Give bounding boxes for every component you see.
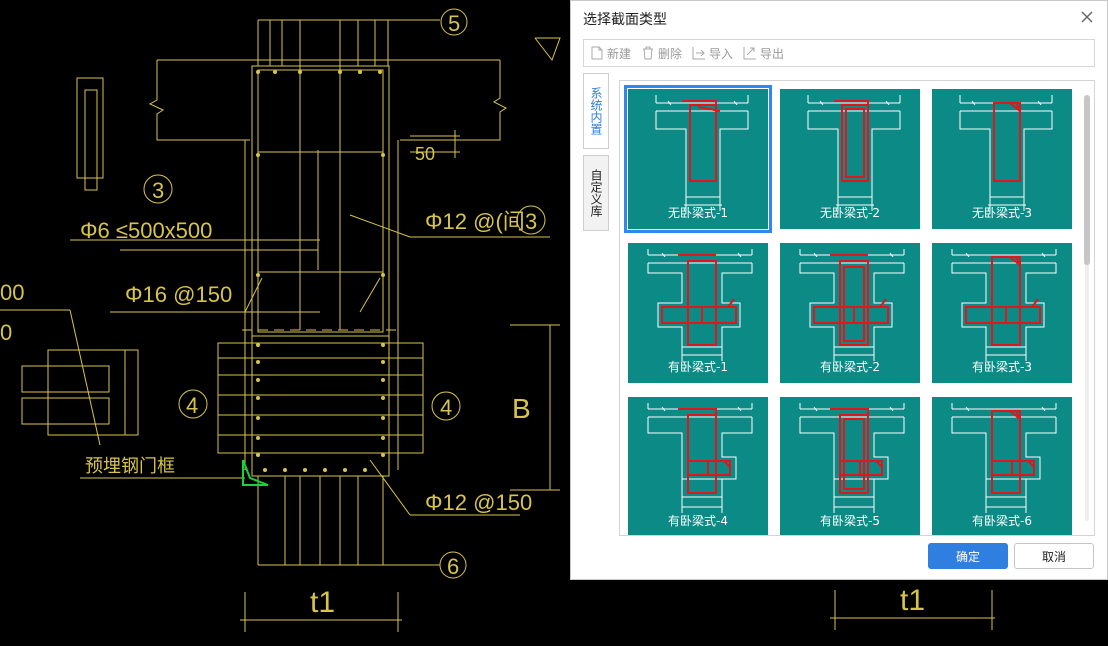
section-thumbnail: 有卧梁式-3 [932,243,1072,383]
section-type-label: 有卧梁式-5 [820,514,880,528]
tab-custom-library[interactable]: 自定义库 [583,155,609,231]
export-button-label: 导出 [760,46,785,61]
section-type-item[interactable]: 无卧梁式-1 [624,85,772,233]
cad-label-dim-b: B [512,393,531,424]
cad-label-circle3-left: 3 [152,178,164,203]
cad-label-circle6: 6 [447,554,459,579]
cad-label-phi6: Φ6 ≤500x500 [80,218,212,243]
section-thumbnail: 有卧梁式-2 [780,243,920,383]
import-button[interactable]: 导入 [692,45,733,62]
section-thumbnail: 无卧梁式-3 [932,89,1072,229]
section-type-grid: 无卧梁式-1 无卧梁式-2 无卧梁式-3 有卧梁式-1 有卧梁式-2 有卧梁式-3 有卧梁式… [624,85,1076,535]
section-type-item[interactable]: 无卧梁式-3 [928,85,1076,233]
section-type-item[interactable]: 无卧梁式-2 [776,85,924,233]
section-type-item[interactable]: 有卧梁式-4 [624,393,772,535]
import-button-label: 导入 [709,46,734,61]
section-type-item[interactable]: 有卧梁式-1 [624,239,772,387]
section-diagram-icon [807,95,901,211]
section-diagram-icon [799,249,905,361]
section-type-label: 有卧梁式-1 [668,360,728,374]
delete-button-label: 删除 [658,46,683,61]
cad-label-circle5: 5 [448,11,460,36]
section-diagram-icon [951,403,1057,513]
cad-label-circle3-right: 3 [525,209,537,234]
section-type-list[interactable]: 无卧梁式-1 无卧梁式-2 无卧梁式-3 有卧梁式-1 有卧梁式-2 有卧梁式-3 有卧梁式… [619,80,1095,536]
section-type-item[interactable]: 有卧梁式-6 [928,393,1076,535]
section-type-item[interactable]: 有卧梁式-3 [928,239,1076,387]
export-icon [743,47,757,60]
section-diagram-icon [655,95,749,211]
export-button[interactable]: 导出 [743,45,784,62]
section-thumbnail: 有卧梁式-1 [628,243,768,383]
cad-label-left-0: 0 [0,320,12,345]
section-thumbnail: 有卧梁式-5 [780,397,920,535]
section-type-label: 有卧梁式-4 [668,514,728,528]
import-icon [692,47,706,60]
section-thumbnail: 有卧梁式-4 [628,397,768,535]
section-type-label: 无卧梁式-3 [972,206,1032,220]
delete-button[interactable]: 删除 [641,45,682,62]
section-diagram-icon [647,403,753,513]
section-diagram-icon [959,95,1053,211]
tab-system-builtin[interactable]: 系统内置 [583,73,609,149]
section-diagram-icon [647,249,753,361]
dialog-title: 选择截面类型 [583,12,667,28]
cad-label-left-00: 00 [0,280,24,305]
cad-label-circle4-left: 4 [186,393,198,418]
vertical-scrollbar[interactable] [1082,87,1092,529]
section-type-item[interactable]: 有卧梁式-2 [776,239,924,387]
library-side-tabs: 系统内置 自定义库 [583,73,611,237]
cad-label-dim-50: 50 [415,144,435,164]
close-icon[interactable] [1079,9,1095,25]
toolbar: 新建 删除 导入 导出 [583,39,1095,67]
cad-label-phi12-bottom: Φ12 @150 [425,490,532,515]
cad-label-embed-frame: 预埋钢门框 [85,456,175,476]
section-type-label: 有卧梁式-3 [972,360,1032,374]
scrollbar-thumb[interactable] [1084,95,1090,265]
new-button-label: 新建 [607,46,632,61]
cad-label-dim-t1-left: t1 [310,586,335,619]
cad-label-dim-t1-right: t1 [900,584,925,617]
section-type-label: 无卧梁式-2 [820,206,880,220]
section-thumbnail: 无卧梁式-1 [628,89,768,229]
cad-label-phi16: Φ16 @150 [125,282,232,307]
cad-label-phi12-top: Φ12 @(间 [425,209,525,234]
section-type-label: 有卧梁式-6 [972,514,1032,528]
section-thumbnail: 有卧梁式-6 [932,397,1072,535]
new-button[interactable]: 新建 [590,45,631,62]
section-type-item[interactable]: 有卧梁式-5 [776,393,924,535]
scrollbar-track [1085,95,1089,521]
cancel-button[interactable]: 取消 [1014,543,1094,569]
section-diagram-icon [951,249,1057,361]
section-type-label: 无卧梁式-1 [668,206,728,220]
section-type-label: 有卧梁式-2 [820,360,880,374]
section-thumbnail: 无卧梁式-2 [780,89,920,229]
section-diagram-icon [799,403,905,513]
cad-label-circle4-right: 4 [440,395,452,420]
trash-icon [643,46,654,60]
ok-button[interactable]: 确定 [928,543,1008,569]
new-file-icon [591,46,603,60]
